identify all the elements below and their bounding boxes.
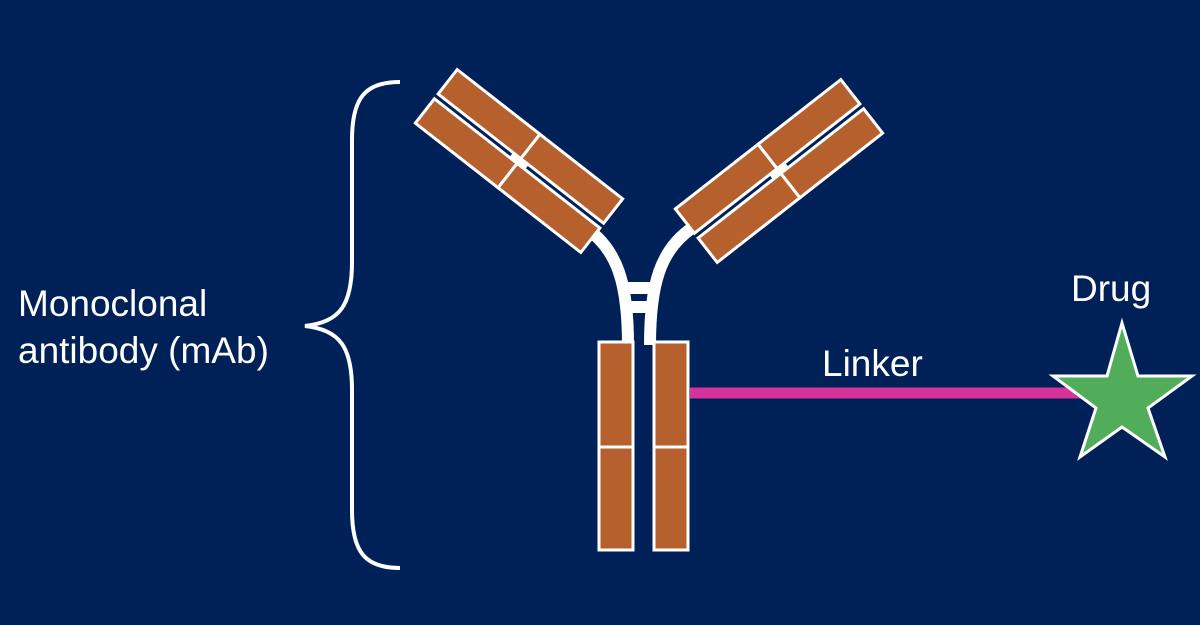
hinge-left-arm bbox=[582, 223, 634, 346]
mab-label-line1: Monoclonal bbox=[18, 283, 208, 324]
fab-left-light-chain bbox=[413, 96, 602, 255]
drug-star-icon bbox=[1048, 317, 1197, 461]
hinge-region bbox=[582, 223, 696, 346]
mab-brace bbox=[304, 80, 401, 570]
fc-left-chain-upper bbox=[597, 340, 635, 449]
mab-label-line2: antibody (mAb) bbox=[18, 330, 269, 371]
fc-right-chain-upper bbox=[652, 340, 690, 449]
fab-left-connector bbox=[509, 152, 529, 170]
fc-region bbox=[597, 340, 690, 552]
fab-right-heavy-chain bbox=[673, 77, 862, 236]
fab-right-connector bbox=[769, 162, 789, 180]
fc-right-chain-lower bbox=[652, 445, 690, 552]
linker-label: Linker bbox=[822, 343, 923, 384]
fab-left-heavy-chain bbox=[436, 67, 625, 226]
fab-right-light-chain bbox=[696, 106, 885, 265]
fc-left-chain-lower bbox=[597, 445, 635, 552]
mab-label: Monoclonal antibody (mAb) bbox=[18, 280, 269, 374]
hinge-right-arm bbox=[644, 223, 696, 346]
fab-left bbox=[413, 67, 625, 255]
drug-label: Drug bbox=[1071, 268, 1152, 309]
fab-right bbox=[673, 77, 885, 265]
